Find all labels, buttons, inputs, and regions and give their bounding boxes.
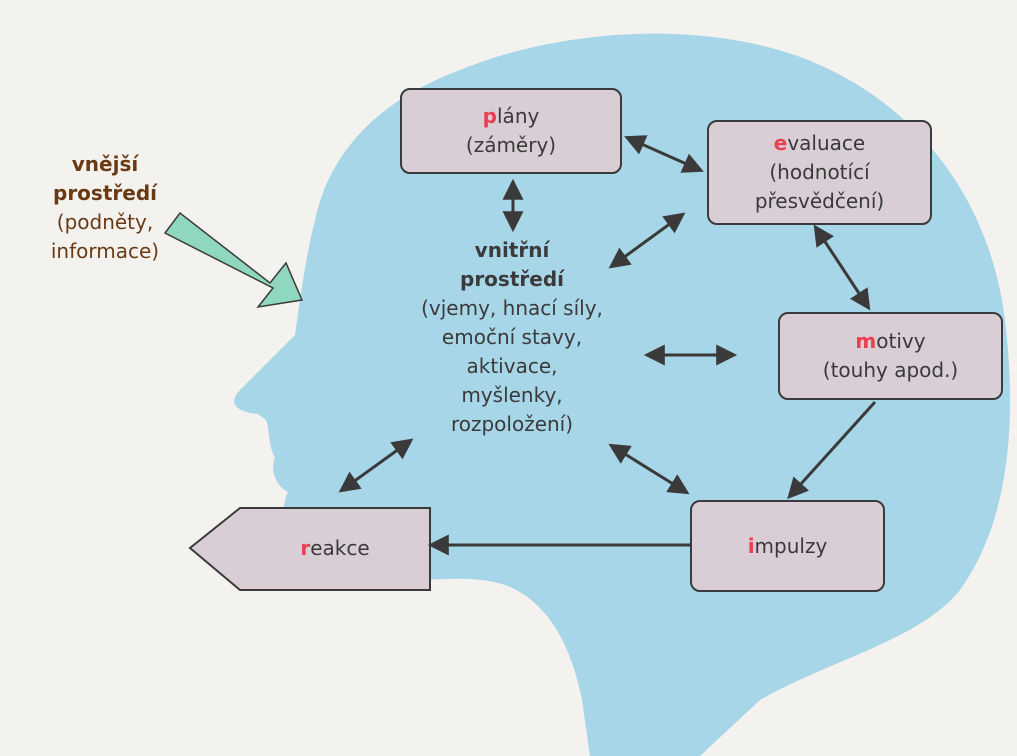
node-impulzy-title: impulzy — [748, 532, 828, 561]
node-impulzy-rest: mpulzy — [754, 533, 828, 558]
arrow-internal-evaluace — [608, 212, 686, 269]
node-reakce-rest: eakce — [310, 536, 370, 560]
internal-label: vnitřní prostředí (vjemy, hnací síly, em… — [392, 236, 632, 439]
internal-line: myšlenky, — [461, 383, 563, 407]
node-plany: plány (záměry) — [400, 88, 622, 174]
node-reakce: reakce — [250, 534, 420, 563]
node-plany-initial: p — [482, 104, 497, 128]
external-sub-line2: informace) — [50, 239, 160, 263]
internal-title-line1: vnitřní — [474, 238, 550, 262]
internal-line: (vjemy, hnací síly, — [421, 296, 603, 320]
arrow-internal-reakce — [338, 438, 414, 493]
node-motivy-sub: (touhy apod.) — [822, 358, 959, 382]
external-label: vnější prostředí (podněty, informace) — [20, 150, 190, 266]
node-motivy-title: motivy — [855, 327, 925, 356]
external-sub-line1: (podněty, — [56, 210, 154, 234]
node-impulzy: impulzy — [690, 500, 885, 592]
node-evaluace: evaluace (hodnotící přesvědčení) — [707, 120, 932, 225]
node-motivy-rest: otivy — [876, 329, 926, 353]
external-title-line2: prostředí — [53, 181, 157, 205]
input-arrow — [163, 211, 304, 309]
internal-title-line2: prostředí — [460, 267, 564, 291]
node-evaluace-sub1: (hodnotící — [769, 160, 870, 184]
node-reakce-initial: r — [300, 536, 311, 560]
internal-line: emoční stavy, — [441, 325, 583, 349]
internal-line: aktivace, — [466, 354, 558, 378]
node-impulzy-initial: i — [747, 533, 755, 558]
node-plany-rest: lány — [497, 104, 540, 128]
internal-line: rozpoložení) — [450, 412, 574, 436]
node-plany-title: plány — [483, 102, 540, 131]
node-evaluace-sub2: přesvědčení) — [754, 189, 885, 213]
node-plany-sub: (záměry) — [465, 133, 557, 157]
node-evaluace-initial: e — [773, 131, 788, 155]
arrow-motivy-impulzy — [787, 400, 877, 500]
node-motivy: motivy (touhy apod.) — [778, 312, 1003, 400]
arrow-plany-evaluace — [624, 135, 704, 173]
node-evaluace-rest: valuace — [787, 131, 866, 155]
arrow-internal-impulzy — [608, 443, 690, 495]
node-motivy-initial: m — [855, 329, 877, 353]
external-title-line1: vnější — [71, 152, 139, 176]
arrow-evaluace-motivy — [813, 224, 871, 311]
node-evaluace-title: evaluace — [774, 129, 865, 158]
